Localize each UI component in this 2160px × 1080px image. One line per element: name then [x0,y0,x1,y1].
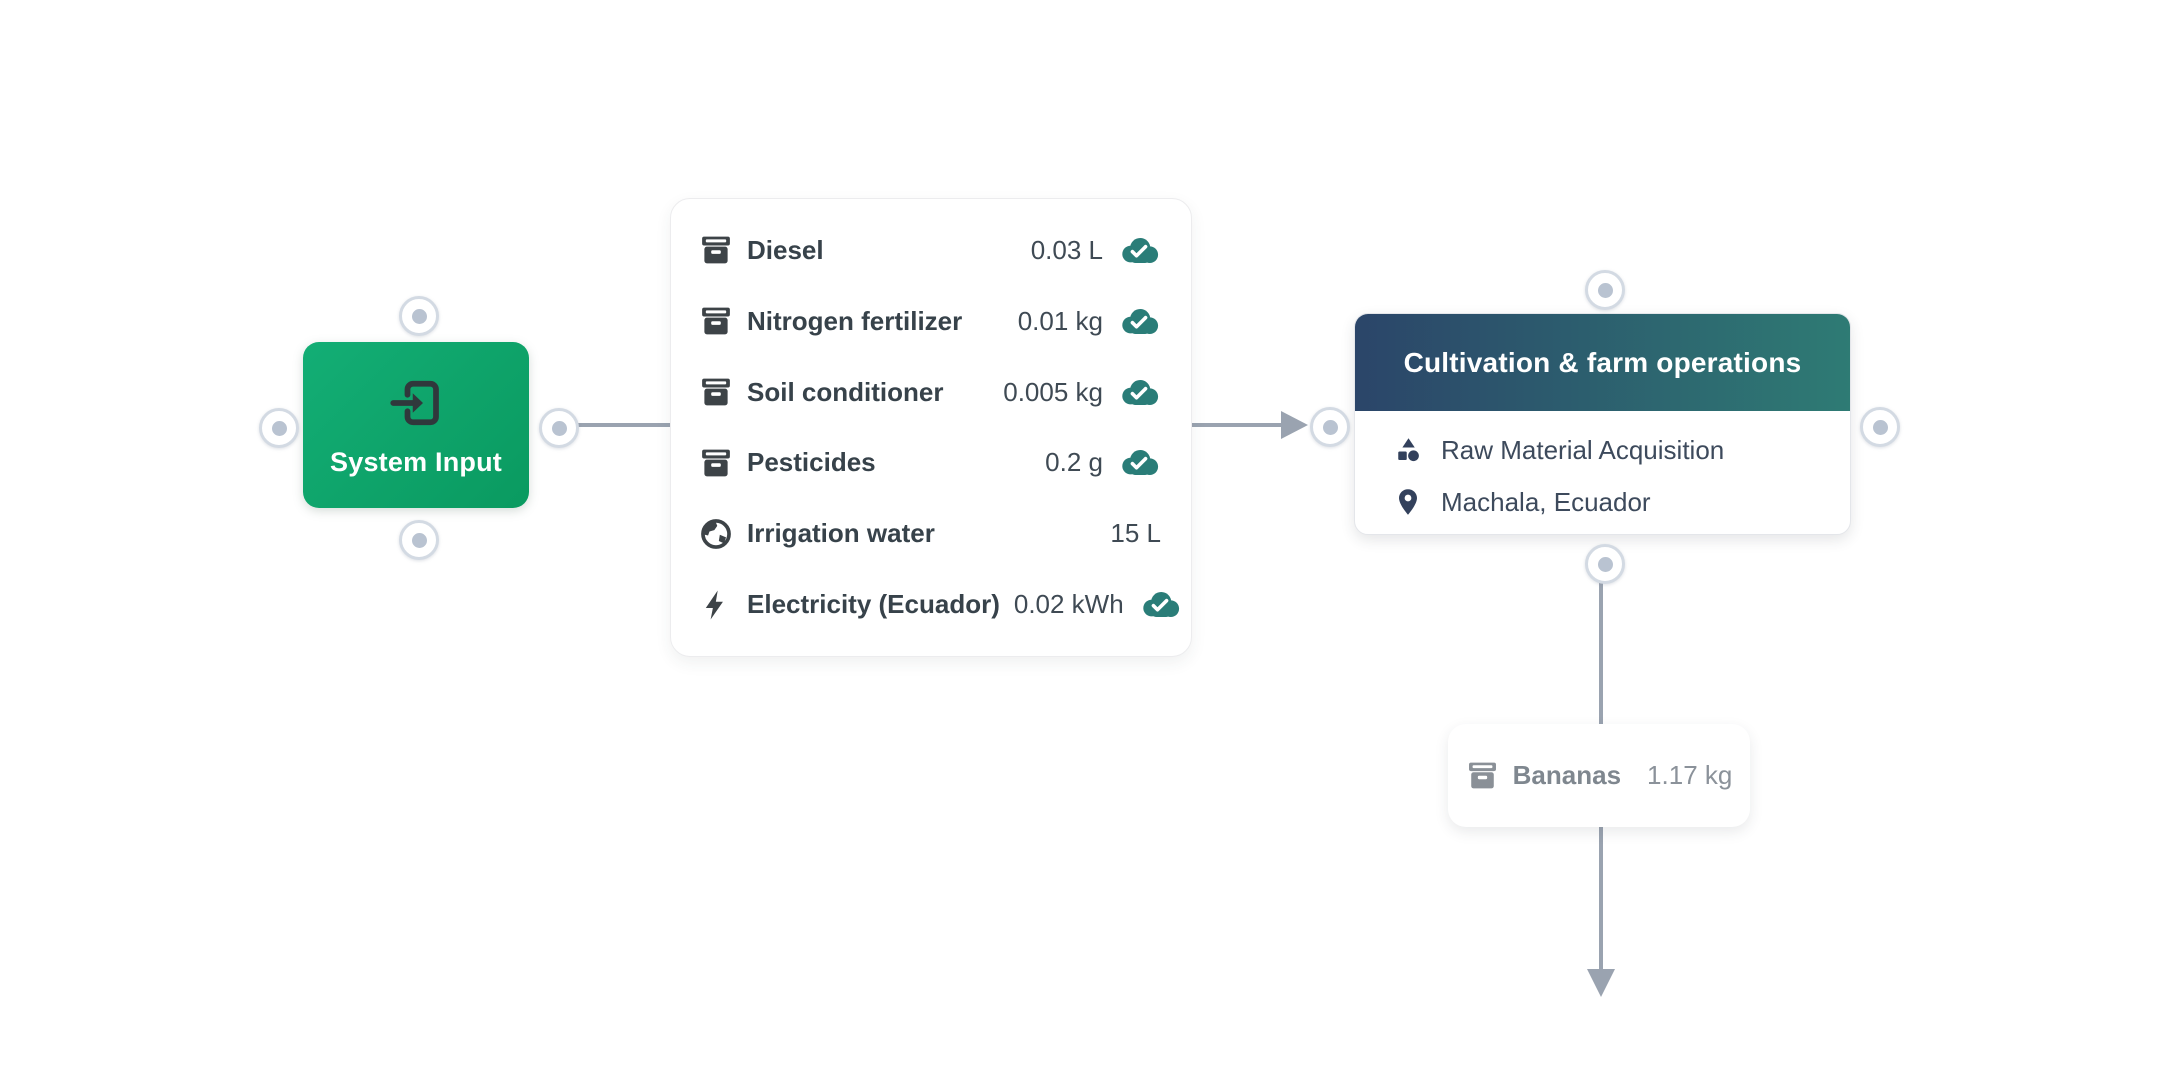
shapes-icon [1393,435,1423,465]
output-value: 1.17 kg [1647,760,1733,790]
process-node-title: Cultivation & farm operations [1403,346,1802,378]
input-flow-label: Soil conditioner [747,376,944,407]
cloud-check-icon [1117,306,1161,337]
input-flow-label: Irrigation water [747,518,935,549]
input-flow-label: Pesticides [747,447,876,478]
handle-process-right[interactable] [1860,407,1900,447]
output-label: Bananas [1512,760,1622,790]
archive-box-icon [699,304,733,338]
globe-icon [699,517,733,551]
process-detail-label: Machala, Ecuador [1441,486,1651,517]
archive-box-icon [699,233,733,267]
input-flow-row[interactable]: Irrigation water 15 L [699,498,1161,569]
cloud-check-icon [1117,447,1161,478]
archive-box-icon [699,375,733,409]
input-flow-label: Electricity (Ecuador) [747,589,1000,620]
input-flow-value: 0.03 L [1030,234,1103,265]
cloud-check-icon [1117,377,1161,408]
handle-system-input-top[interactable] [399,296,439,336]
input-flow-value: 0.01 kg [1017,305,1103,336]
input-flow-label: Nitrogen fertilizer [747,305,963,336]
input-flow-value: 15 L [1110,518,1161,549]
input-flow-row[interactable]: Soil conditioner 0.005 kg [699,357,1161,428]
map-pin-icon [1393,487,1423,517]
handle-process-bottom[interactable] [1585,544,1625,584]
handle-process-left[interactable] [1310,407,1350,447]
handle-process-top[interactable] [1585,270,1625,310]
archive-box-icon [1466,759,1499,792]
input-flow-value: 0.02 kWh [1013,589,1124,620]
input-flow-label: Diesel [747,234,824,265]
process-node-header: Cultivation & farm operations [1355,314,1850,411]
input-flow-row[interactable]: Pesticides 0.2 g [699,427,1161,498]
cloud-check-icon [1117,235,1161,266]
input-flow-value: 0.005 kg [1003,376,1103,407]
cloud-check-icon [1138,589,1182,620]
lightning-icon [699,588,733,622]
process-node-cultivation[interactable]: Cultivation & farm operations Raw Materi… [1354,313,1851,535]
archive-box-icon [699,446,733,480]
handle-system-input-left[interactable] [259,408,299,448]
process-detail-row: Raw Material Acquisition [1393,429,1850,471]
process-detail-label: Raw Material Acquisition [1441,434,1725,465]
process-node-body: Raw Material Acquisition Machala, Ecuado… [1355,411,1850,523]
system-input-node[interactable]: System Input [303,342,529,508]
input-flow-value: 0.2 g [1045,447,1103,478]
login-icon [384,373,448,433]
input-flows-card[interactable]: Diesel 0.03 L Nitrogen fertilizer 0.01 k… [670,198,1192,657]
handle-system-input-bottom[interactable] [399,520,439,560]
handle-system-input-right[interactable] [539,408,579,448]
process-detail-row: Machala, Ecuador [1393,481,1850,523]
input-flow-row[interactable]: Electricity (Ecuador) 0.02 kWh [699,569,1179,640]
system-input-label: System Input [330,446,502,477]
input-flow-row[interactable]: Diesel 0.03 L [699,215,1161,286]
input-flow-row[interactable]: Nitrogen fertilizer 0.01 kg [699,286,1161,357]
output-card-bananas[interactable]: Bananas 1.17 kg [1448,724,1750,827]
